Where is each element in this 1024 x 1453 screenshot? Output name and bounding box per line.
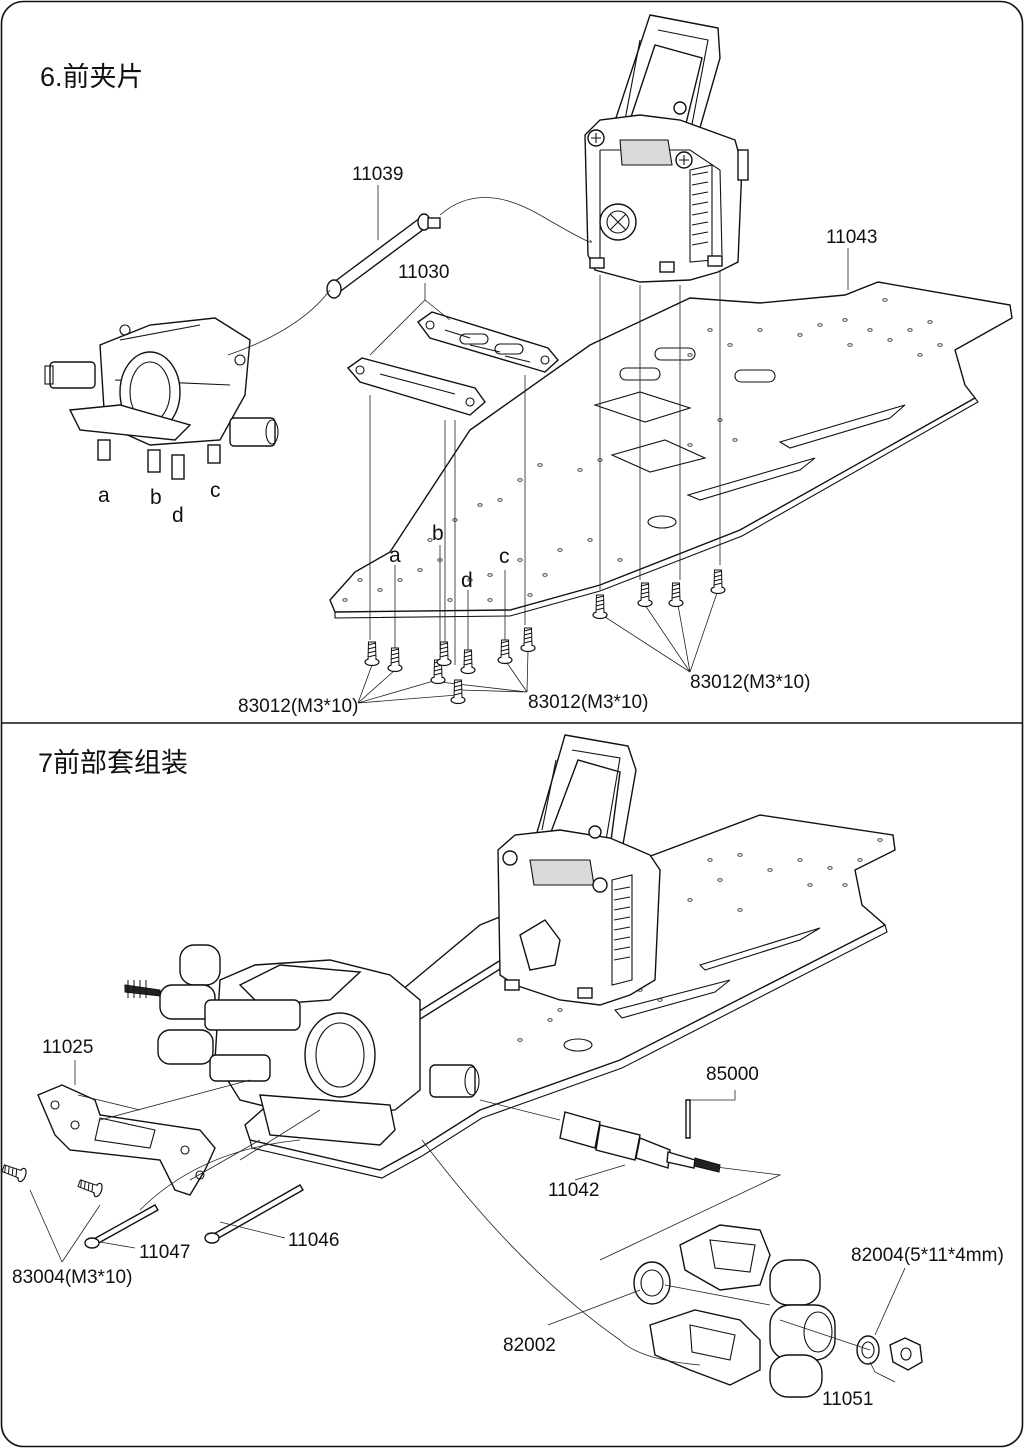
bearing-82004-icon	[856, 1335, 880, 1365]
rod-11039-icon	[326, 213, 441, 299]
screw-icon	[0, 1160, 105, 1199]
part-11046-label: 11046	[288, 1230, 339, 1251]
part-11047-label: 11047	[139, 1242, 190, 1263]
front-brace-11025-icon	[37, 1084, 216, 1196]
part-83004-label: 83004(M3*10)	[12, 1267, 132, 1288]
step7-diagram: 11025 85000 11042 11047 11046 83004(M3*1…	[0, 734, 1004, 1410]
hole-label-b: b	[432, 522, 444, 545]
part-11025-label: 11025	[42, 1037, 93, 1058]
drive-shaft-11042-icon	[559, 1099, 721, 1173]
front-diff-arms-assembled-icon	[124, 944, 480, 1146]
mount-label-b: b	[150, 486, 162, 509]
mount-label-c: c	[210, 479, 221, 502]
pin-11047-icon	[84, 1204, 159, 1249]
part-11030-label: 11030	[398, 262, 449, 283]
front-gearbox-assembled-icon	[497, 734, 661, 1006]
mount-label-d: d	[172, 504, 184, 527]
front-arm-hub-icon	[649, 1224, 836, 1398]
step7-title: 7前部套组装	[38, 748, 188, 778]
clamp-11030-upper-icon	[417, 311, 559, 373]
screw-label-mid: 83012(M3*10)	[528, 692, 648, 713]
nut-11051-icon	[889, 1337, 923, 1371]
chassis-plate-icon	[329, 281, 1013, 619]
step6-diagram: 11039 11030 11043 83012(M3*10) 83012(M3*…	[44, 14, 1013, 717]
front-gearbox-icon	[584, 14, 749, 283]
part-85000-label: 85000	[706, 1064, 759, 1085]
screw-label-left: 83012(M3*10)	[238, 696, 358, 717]
mount-label-a: a	[98, 484, 110, 507]
part-11042-label: 11042	[548, 1180, 599, 1201]
front-diff-assembly-icon	[44, 317, 279, 480]
part-82004-label: 82004(5*11*4mm)	[851, 1245, 1004, 1266]
pin-11046-icon	[204, 1184, 304, 1244]
hole-label-a: a	[389, 544, 401, 567]
part-82002-label: 82002	[503, 1335, 556, 1356]
part-11043-label: 11043	[826, 227, 877, 248]
screw-label-right: 83012(M3*10)	[690, 672, 810, 693]
hole-label-c: c	[499, 545, 510, 568]
clamp-11030-lower-icon	[346, 357, 486, 416]
bearing-82002-icon	[633, 1261, 671, 1305]
part-11039-label: 11039	[352, 164, 403, 185]
step6-title: 6.前夹片	[40, 62, 144, 92]
part-11051-label: 11051	[822, 1389, 873, 1410]
hole-label-d: d	[461, 569, 473, 592]
